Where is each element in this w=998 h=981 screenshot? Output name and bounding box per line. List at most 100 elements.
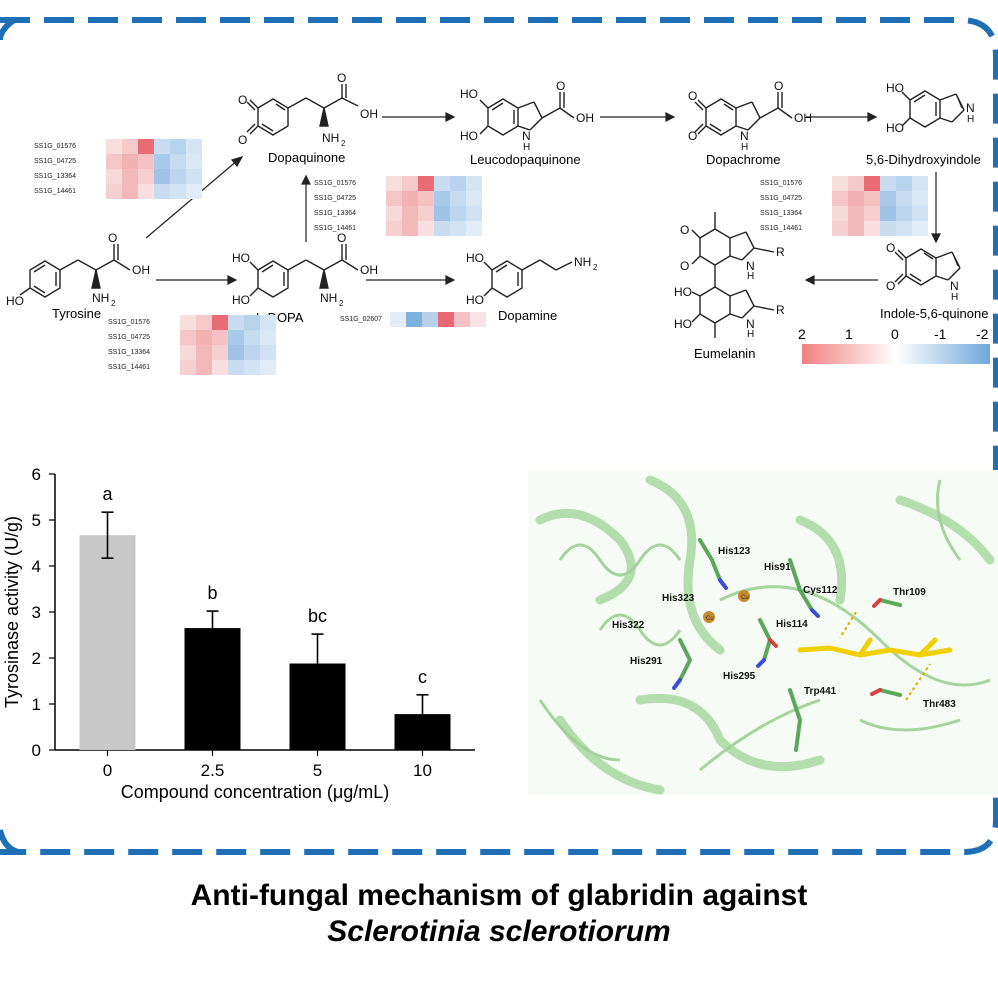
svg-text:O: O	[774, 79, 783, 93]
heatmap-cell	[260, 330, 276, 345]
svg-text:H: H	[951, 292, 958, 303]
heatmap-row: SS1G_13364	[760, 206, 928, 221]
heatmap-row: SS1G_01576	[314, 176, 482, 191]
heatmap-cell	[418, 221, 434, 236]
heatmap-cell	[848, 176, 864, 191]
heatmap-row: SS1G_13364	[34, 169, 202, 184]
y-tick-label: 3	[32, 603, 41, 622]
svg-text:HO: HO	[886, 121, 904, 135]
svg-text:2: 2	[111, 299, 116, 308]
title-line2: Sclerotinia sclerotiorum	[327, 915, 671, 948]
y-tick-label: 0	[32, 741, 41, 760]
heatmap-cell	[864, 191, 880, 206]
heatmap-cell	[154, 184, 170, 199]
heatmap-cell	[864, 206, 880, 221]
eumelanin-label: Eumelanin	[694, 346, 756, 361]
heatmap-cell	[402, 206, 418, 221]
svg-text:N: N	[746, 259, 755, 273]
svg-text:HO: HO	[460, 87, 478, 101]
heatmap-cell	[122, 139, 138, 154]
ldopa-structure	[249, 244, 359, 298]
heatmap-cell	[386, 221, 402, 236]
heatmap-cell	[466, 191, 482, 206]
residue-his291: His291	[630, 656, 663, 667]
title-line1: Anti-fungal mechanism of glabridin again…	[190, 879, 808, 912]
tyrosine-label: Tyrosine	[52, 306, 102, 321]
heatmap-row: SS1G_14461	[314, 221, 482, 236]
heatmap-gene-label: SS1G_04725	[108, 334, 151, 341]
heatmap-cell	[450, 206, 466, 221]
arrow-tyrosine-dopaquinone	[145, 159, 239, 239]
heatmap-cell	[138, 169, 154, 184]
heatmap-cell	[402, 191, 418, 206]
heatmap-cell	[228, 315, 244, 330]
svg-text:OH: OH	[360, 107, 378, 121]
svg-text:HO: HO	[232, 293, 250, 307]
bar	[79, 535, 136, 750]
heatmap-cell	[244, 360, 260, 375]
x-tick-label: 2.5	[201, 761, 225, 780]
indolequinone-label: Indole-5,6-quinone	[880, 306, 989, 321]
heatmap-gene-label: SS1G_01576	[34, 143, 77, 150]
heatmap-cell	[864, 221, 880, 236]
scale-tick-neg1: -1	[934, 326, 947, 342]
indolequinone-structure	[894, 248, 961, 286]
heatmap-cell	[122, 154, 138, 169]
heatmap-cell	[228, 345, 244, 360]
heatmap-cell	[832, 191, 848, 206]
svg-text:HO: HO	[232, 251, 250, 265]
svg-text:2: 2	[341, 139, 346, 148]
significance-letter: b	[207, 583, 217, 603]
heatmap-cell	[880, 191, 896, 206]
svg-text:HO: HO	[466, 251, 484, 265]
heatmap-cell	[244, 315, 260, 330]
svg-text:Cu: Cu	[706, 616, 714, 622]
y-axis-label: Tyrosinase activity (U/g)	[2, 516, 22, 708]
heatmap-cell	[186, 154, 202, 169]
y-tick-label: 6	[32, 465, 41, 484]
x-tick-label: 5	[313, 761, 322, 780]
heatmap-cell	[386, 191, 402, 206]
svg-text:N: N	[950, 279, 959, 293]
heatmap-cell	[196, 315, 212, 330]
heatmap-cell	[244, 330, 260, 345]
heatmap-gene-label: SS1G_13364	[760, 210, 803, 217]
heatmap-cell	[848, 191, 864, 206]
heatmap-row: SS1G_04725	[34, 154, 202, 169]
heatmap-cell	[848, 221, 864, 236]
color-scale-bar	[802, 344, 990, 364]
scale-tick-neg2: -2	[976, 326, 989, 342]
heatmap-cell	[880, 221, 896, 236]
svg-text:R: R	[776, 245, 785, 259]
heatmap-cell	[418, 191, 434, 206]
heatmap-cell	[450, 191, 466, 206]
svg-text:Cu: Cu	[741, 595, 749, 601]
docking-structure-image: Cu Cu	[528, 470, 998, 795]
dihydroxyindole-label: 5,6-Dihydroxyindole	[866, 152, 981, 167]
heatmap-cell	[864, 176, 880, 191]
dopaquinone-label: Dopaquinone	[268, 150, 346, 165]
heatmap-cell	[180, 315, 196, 330]
residue-his323: His323	[662, 593, 695, 604]
svg-text:O: O	[688, 89, 697, 103]
svg-text:H: H	[747, 271, 754, 282]
svg-text:NH: NH	[320, 291, 337, 305]
svg-text:O: O	[238, 133, 247, 147]
heatmap-cell	[196, 360, 212, 375]
heatmap-cell	[170, 169, 186, 184]
svg-text:HO: HO	[6, 294, 24, 308]
leucodopaquinone-label: Leucodopaquinone	[470, 152, 581, 167]
leucodopaquinone-structure	[479, 92, 575, 136]
dopachrome-label: Dopachrome	[706, 152, 781, 167]
heatmap-cell	[138, 139, 154, 154]
heatmap-row: SS1G_01576	[760, 176, 928, 191]
svg-text:N: N	[746, 317, 755, 331]
heatmap-cell	[912, 176, 928, 191]
svg-text:2: 2	[593, 263, 598, 272]
svg-text:O: O	[337, 231, 346, 245]
heatmap-cell	[106, 169, 122, 184]
heatmap-cell	[180, 330, 196, 345]
svg-text:H: H	[741, 142, 748, 153]
scale-tick-2: 2	[798, 326, 806, 342]
